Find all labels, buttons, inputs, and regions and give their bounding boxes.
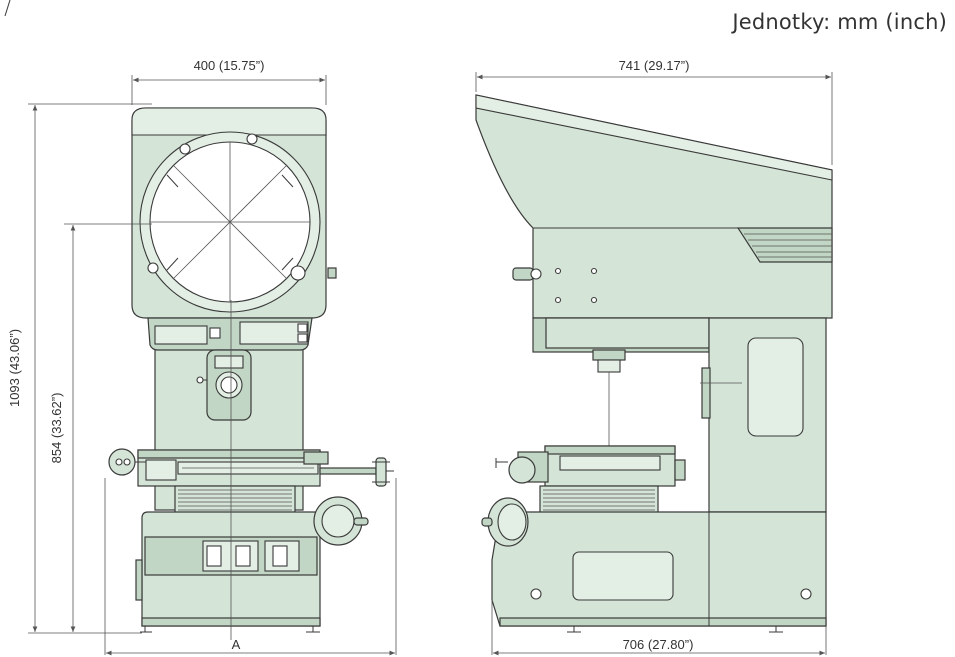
total-height-dimension-label: 1093 (43.06”) bbox=[7, 329, 22, 407]
side-bellows bbox=[539, 485, 659, 515]
depth-dimension-label: 741 (29.17”) bbox=[619, 58, 690, 73]
side-hood bbox=[475, 94, 833, 319]
corner-stroke bbox=[4, 0, 11, 17]
side-stage-handwheel bbox=[508, 456, 536, 484]
front-bellows bbox=[174, 485, 296, 515]
front-dimensions: 400 (15.75”) 1093 (43.06”) 854 (33.62”) … bbox=[7, 58, 397, 656]
side-dimensions: 741 (29.17”) 706 (27.80”) bbox=[475, 58, 833, 656]
stage-height-dimension-label: 854 (33.62”) bbox=[49, 393, 64, 464]
base-width-label: A bbox=[232, 637, 241, 652]
stage-handwheel-right bbox=[375, 457, 387, 487]
units-label: Jednotky: mm (inch) bbox=[732, 10, 947, 34]
base-depth-dimension-label: 706 (27.80”) bbox=[623, 637, 694, 652]
width-dimension-label: 400 (15.75”) bbox=[194, 58, 265, 73]
front-view bbox=[108, 107, 394, 640]
side-view bbox=[475, 94, 833, 633]
